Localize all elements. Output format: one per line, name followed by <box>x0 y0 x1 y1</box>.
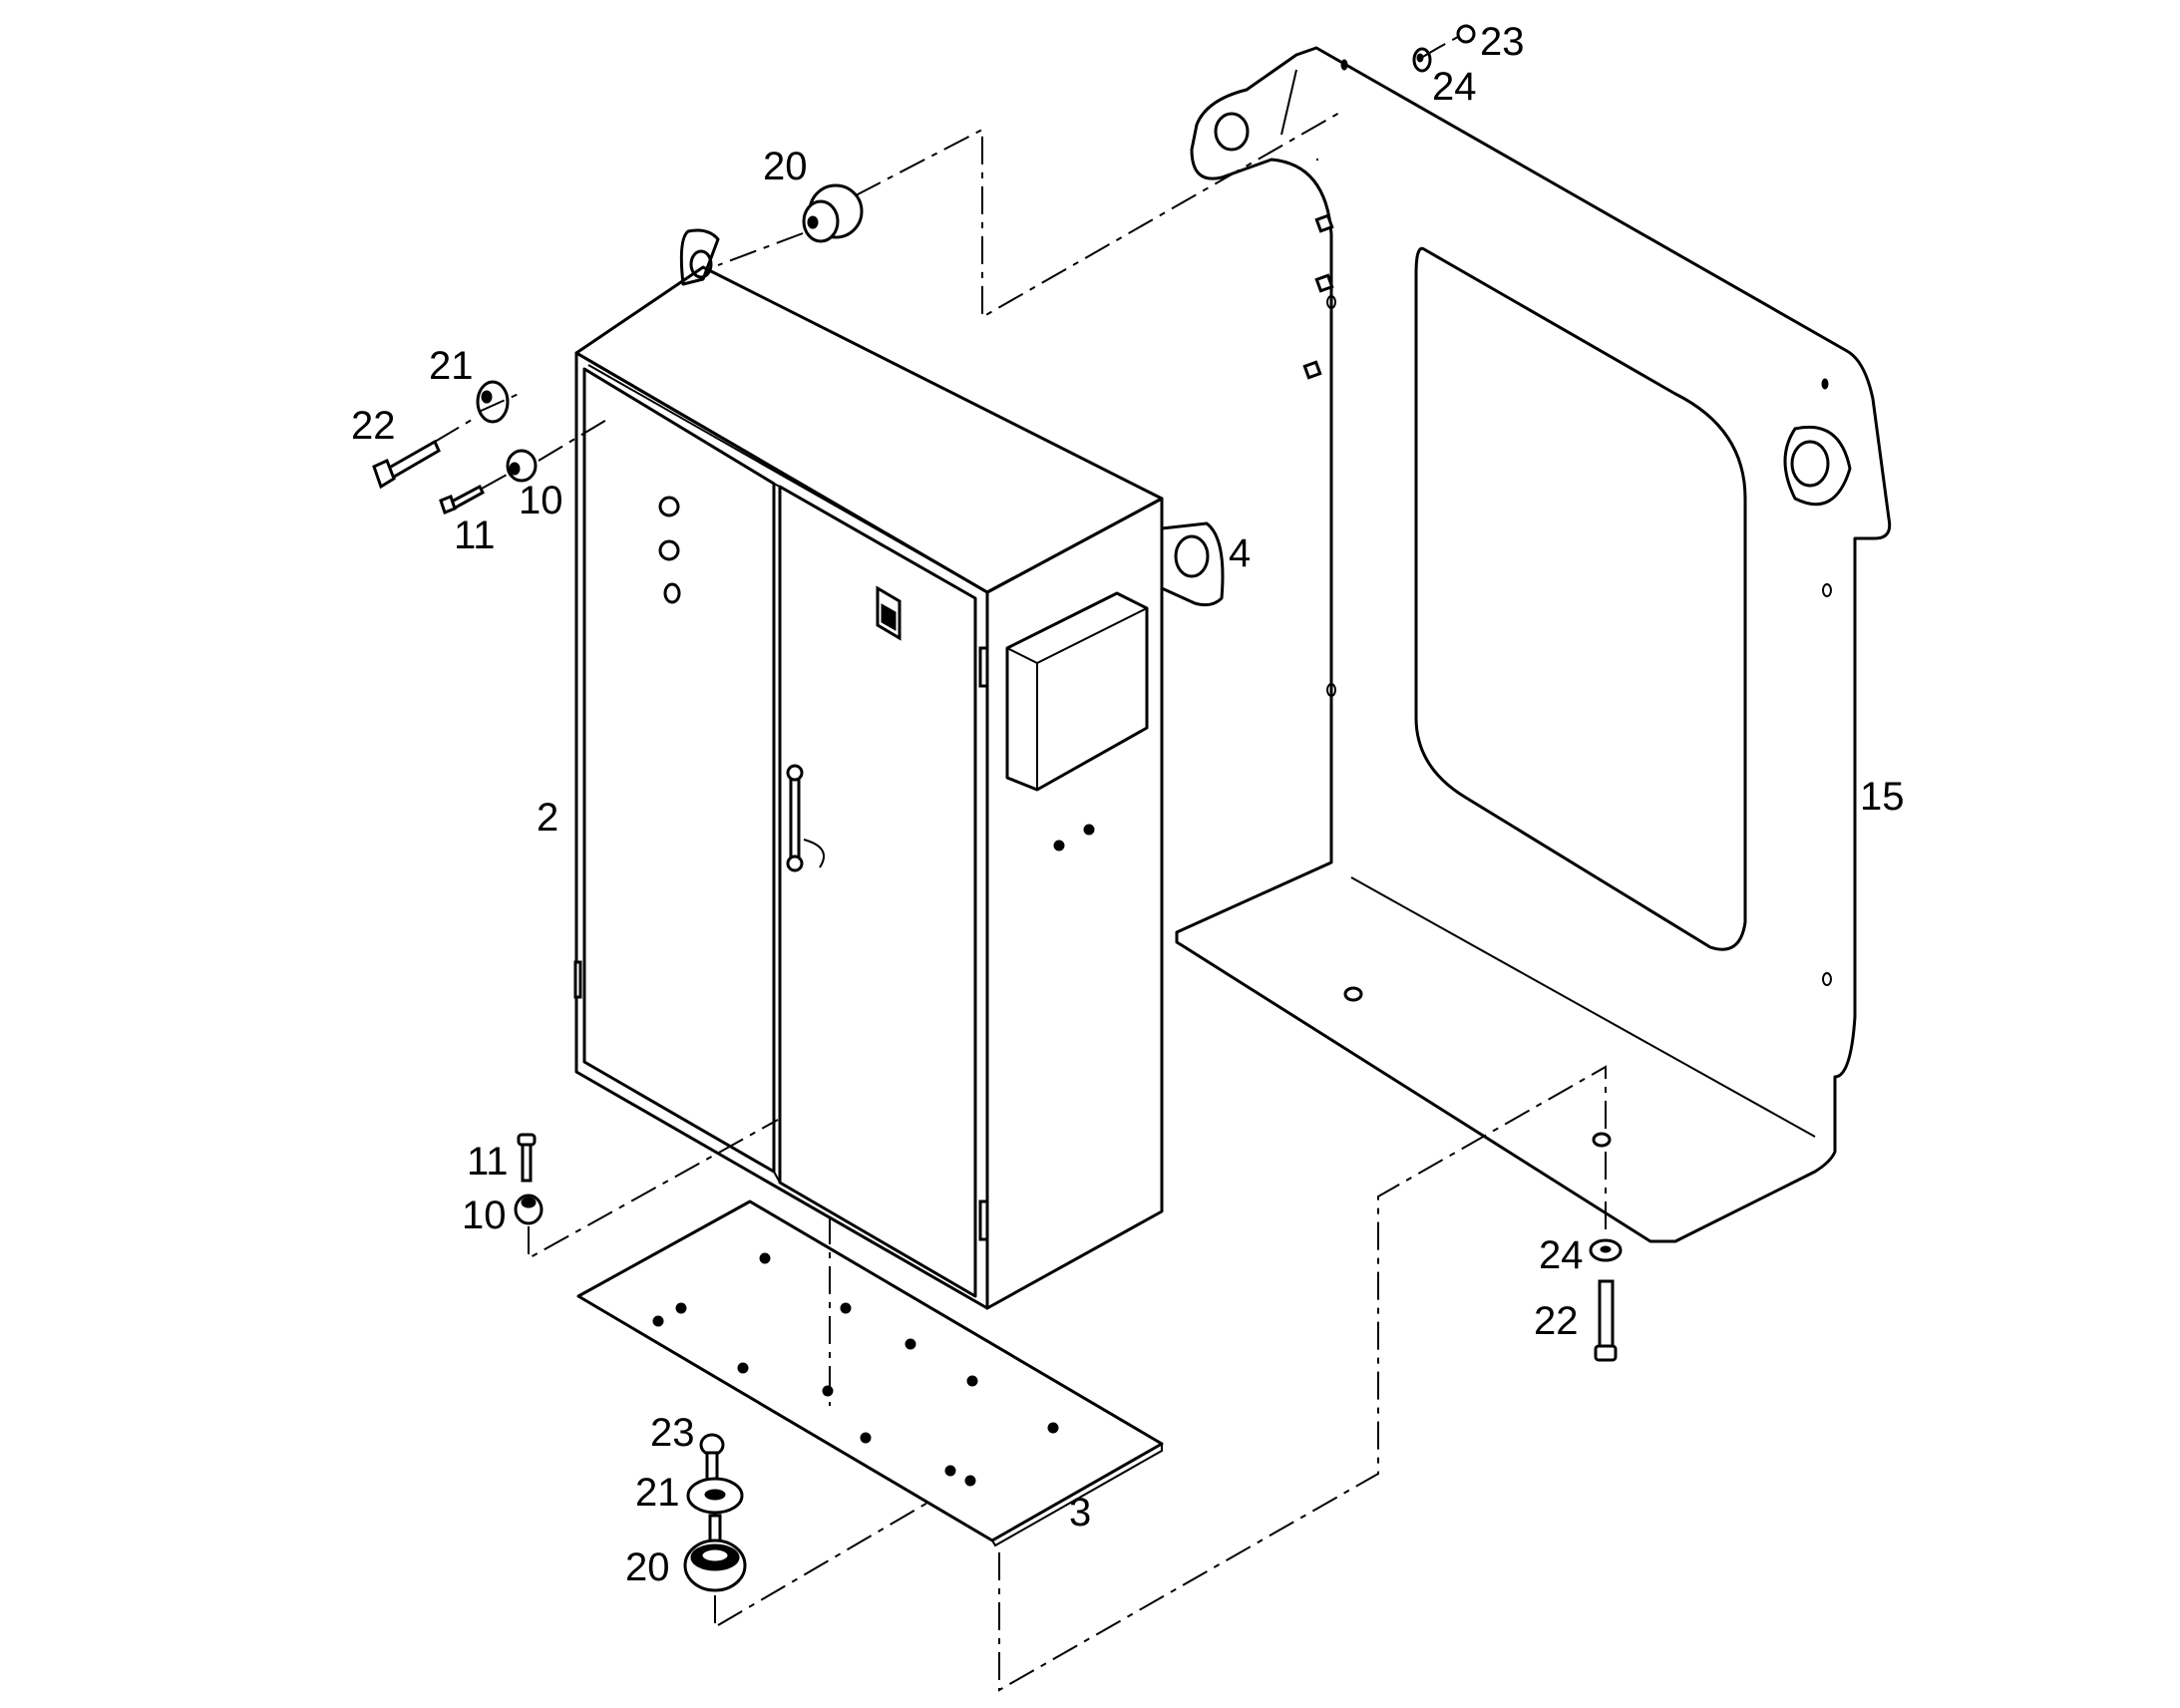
cabinet-part-2 <box>573 228 1225 1310</box>
callout-10-top: 10 <box>519 479 563 522</box>
callout-21-top: 21 <box>429 344 474 388</box>
top-fasteners <box>372 24 1476 514</box>
callout-23-bottom: 23 <box>650 1411 695 1455</box>
callout-11-top: 11 <box>454 513 496 557</box>
callout-21-bottom: 21 <box>635 1471 680 1515</box>
callout-15: 15 <box>1860 775 1905 819</box>
callout-20-bottom: 20 <box>625 1545 670 1589</box>
callout-11-bottom: 11 <box>467 1140 509 1184</box>
base-plate-part-3 <box>576 1199 1164 1547</box>
callout-23-top: 23 <box>1480 20 1525 64</box>
callout-4: 4 <box>1229 531 1251 575</box>
callout-20-top: 20 <box>763 145 808 188</box>
callout-22-top: 22 <box>351 404 396 448</box>
callout-labels: 20 21 22 10 11 2 4 23 24 15 11 10 24 22 … <box>351 20 1905 1589</box>
assembly-leader-lines <box>434 36 1607 1692</box>
callout-24-bottom: 24 <box>1539 1233 1584 1277</box>
callout-24-top: 24 <box>1432 65 1477 109</box>
callout-10-bottom: 10 <box>462 1194 507 1237</box>
callout-3: 3 <box>1069 1491 1091 1535</box>
callout-2: 2 <box>537 796 558 840</box>
mounting-bracket-part-15 <box>1175 46 1892 1243</box>
bottom-fasteners <box>514 1133 1623 1592</box>
callout-22-bottom: 22 <box>1534 1299 1579 1343</box>
